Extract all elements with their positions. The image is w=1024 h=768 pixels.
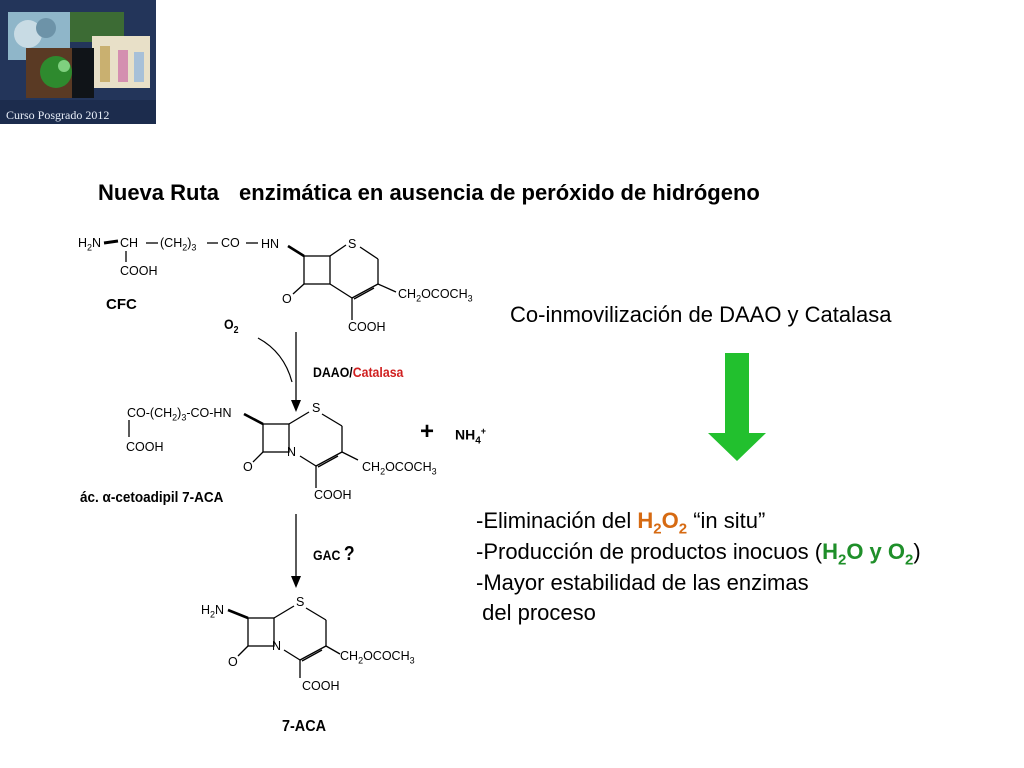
logo-collage: [0, 0, 156, 124]
bullet-products: -Producción de productos inocuos (H2O y …: [476, 539, 921, 569]
coimmobilization-subtitle: Co-inmovilización de DAAO y Catalasa: [510, 302, 892, 327]
intermediate-n-label: N: [287, 445, 297, 459]
cfc-co-label: CO: [221, 236, 240, 250]
cfc-cooh-left: COOH: [120, 264, 158, 278]
product-structure: [227, 605, 341, 678]
green-down-arrow: [708, 353, 766, 461]
cfc-side-chain: CH2OCOCH3: [398, 287, 473, 304]
intermediate-s-label: S: [312, 401, 321, 415]
enzyme-gac: GAC ?: [313, 543, 355, 565]
product-name: 7-ACA: [282, 718, 327, 735]
product-cooh-bottom: COOH: [302, 679, 340, 693]
cfc-hn-label: HN: [261, 237, 280, 251]
title-part2: enzimática en ausencia de peróxido de hi…: [239, 180, 760, 205]
bullet-stability-cont: del proceso: [476, 600, 596, 625]
intermediate-chain: CO-(CH2)3-CO-HN: [127, 406, 232, 423]
ammonium-label: NH4+: [455, 426, 487, 447]
cfc-name: CFC: [106, 296, 137, 313]
course-logo: Curso Posgrado 2012: [0, 0, 156, 124]
arrow-step2: [291, 514, 301, 588]
cfc-structure: [103, 239, 397, 320]
product-n-label: N: [272, 639, 282, 653]
title-part1: Nueva Ruta: [98, 180, 220, 205]
cfc-h2n-label: H2N: [78, 236, 102, 253]
intermediate-side-chain: CH2OCOCH3: [362, 460, 437, 477]
intermediate-o-label: O: [243, 460, 253, 474]
intermediate-name: ác. α-cetoadipil 7-ACA: [80, 489, 224, 506]
plus-sign: +: [420, 418, 435, 445]
o2-label: O2: [224, 316, 239, 336]
cfc-o-label: O: [282, 292, 292, 306]
cfc-cooh-bottom: COOH: [348, 320, 386, 334]
intermediate-cooh-left: COOH: [126, 440, 164, 454]
arrow-step1: [291, 332, 301, 412]
slide-title: Nueva Ruta enzimática en ausencia de peró…: [98, 180, 760, 206]
cfc-s-label: S: [348, 237, 357, 251]
intermediate-structure: [128, 411, 359, 488]
product-h2n-label: H2N: [201, 603, 225, 620]
enzyme-daao-catalasa: DAAO/Catalasa: [313, 364, 404, 380]
product-s-label: S: [296, 595, 305, 609]
logo-caption: Curso Posgrado 2012: [6, 108, 110, 122]
o2-curve: [257, 337, 293, 383]
cfc-ch-label: CH: [120, 236, 139, 250]
bullet-elimination: -Eliminación del H2O2 “in situ”: [476, 508, 766, 538]
cfc-ch2-label: (CH2)3: [160, 236, 197, 253]
product-o-label: O: [228, 655, 238, 669]
bullet-stability: -Mayor estabilidad de las enzimas: [476, 570, 809, 595]
intermediate-cooh-bottom: COOH: [314, 488, 352, 502]
product-side-chain: CH2OCOCH3: [340, 649, 415, 666]
